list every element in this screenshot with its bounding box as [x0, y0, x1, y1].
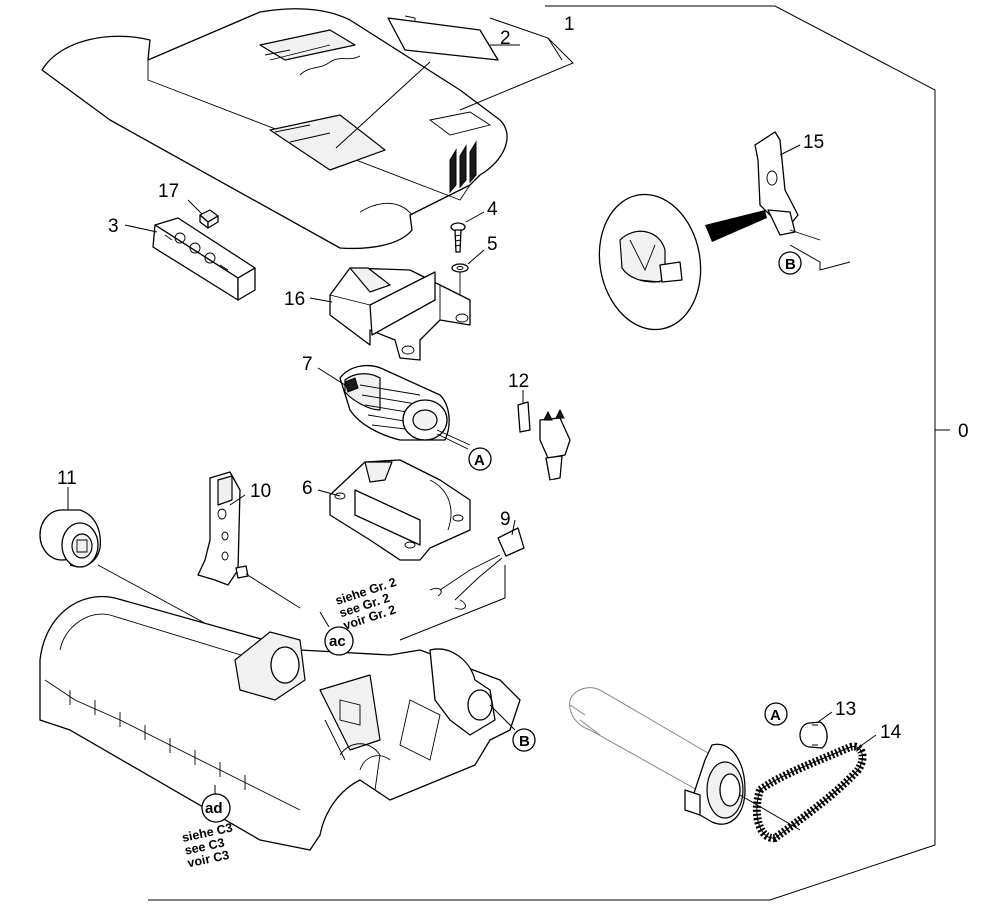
marker-A-shaft: A: [468, 447, 492, 471]
leader-2: [335, 61, 431, 149]
part-label-13: 13: [835, 699, 856, 720]
part-label-17: 17: [158, 181, 179, 202]
leader-16: [309, 297, 333, 303]
leader-5: [467, 249, 485, 265]
part-6-motor-bracket-lower: [329, 459, 471, 561]
leader-7: [317, 367, 346, 386]
assembly-boundary: [148, 5, 936, 901]
part-13-pulley: [799, 721, 828, 749]
part-label-2: 2: [500, 28, 511, 49]
part-label-3: 3: [108, 216, 119, 237]
part-label-12: 12: [508, 371, 529, 392]
part-14-drive-belt: [752, 742, 867, 842]
magnified-detail: [598, 193, 767, 331]
svg-text:B: B: [519, 733, 530, 750]
part-label-7: 7: [302, 354, 313, 375]
base-housing: [39, 596, 521, 851]
part-17-cap: [199, 209, 219, 229]
part-7-motor: [339, 364, 471, 450]
part-label-15: 15: [803, 132, 824, 153]
leader-17: [187, 199, 203, 215]
part-5-washer: [451, 263, 469, 273]
part-1-top-cover: [41, 8, 508, 250]
part-label-4: 4: [487, 199, 498, 220]
leader-1: [459, 17, 574, 111]
marker-A-pulley: A: [764, 702, 788, 726]
part-label-0: 0: [958, 421, 969, 442]
marker-B-base: B: [512, 728, 536, 752]
part-label-14: 14: [880, 722, 902, 743]
leader-10: [229, 494, 246, 506]
svg-text:A: A: [770, 707, 781, 724]
leader-ac: [319, 611, 330, 628]
svg-text:B: B: [785, 256, 796, 273]
marker-B-latch: B: [778, 251, 802, 275]
brush-roller: [569, 687, 801, 831]
part-label-6: 6: [302, 478, 313, 499]
part-label-16: 16: [284, 289, 305, 310]
part-10-lever: [197, 471, 301, 609]
leader-9: [511, 519, 516, 536]
note-c3: siehe C3 see C3 voir C3: [181, 821, 234, 871]
leader-1b: [547, 37, 563, 61]
leader-6: [317, 489, 341, 497]
part-16-motor-bracket-upper: [329, 267, 471, 361]
marker-ad: ad: [201, 793, 231, 823]
leader-14: [854, 734, 877, 751]
leader-13: [817, 711, 833, 723]
part-2-label-plate: [387, 15, 499, 61]
leader-B-latch: [789, 244, 851, 271]
part-15-latch: [754, 131, 821, 241]
part-11-wheel: [39, 509, 246, 646]
marker-ac: ac: [324, 626, 354, 656]
note-group-2: siehe Gr. 2 see Gr. 2 voir Gr. 2: [334, 575, 399, 633]
part-label-10: 10: [250, 481, 271, 502]
part-label-9: 9: [500, 509, 511, 530]
part-9-power-cable: [429, 408, 571, 610]
part-3-switch-panel: [152, 217, 256, 301]
leader-3: [124, 224, 158, 233]
part-label-11: 11: [57, 468, 77, 489]
part-12-connector-clip: [517, 401, 531, 433]
svg-text:A: A: [474, 452, 485, 469]
svg-text:ac: ac: [329, 633, 346, 650]
part-label-5: 5: [487, 234, 498, 255]
leader-4: [465, 211, 485, 223]
svg-text:ad: ad: [205, 800, 223, 817]
leader-15: [779, 144, 801, 156]
cable-route-box: [399, 565, 506, 641]
leader-B-base: [489, 704, 516, 731]
part-label-1: 1: [564, 14, 575, 35]
part-4-screw: [450, 222, 466, 253]
